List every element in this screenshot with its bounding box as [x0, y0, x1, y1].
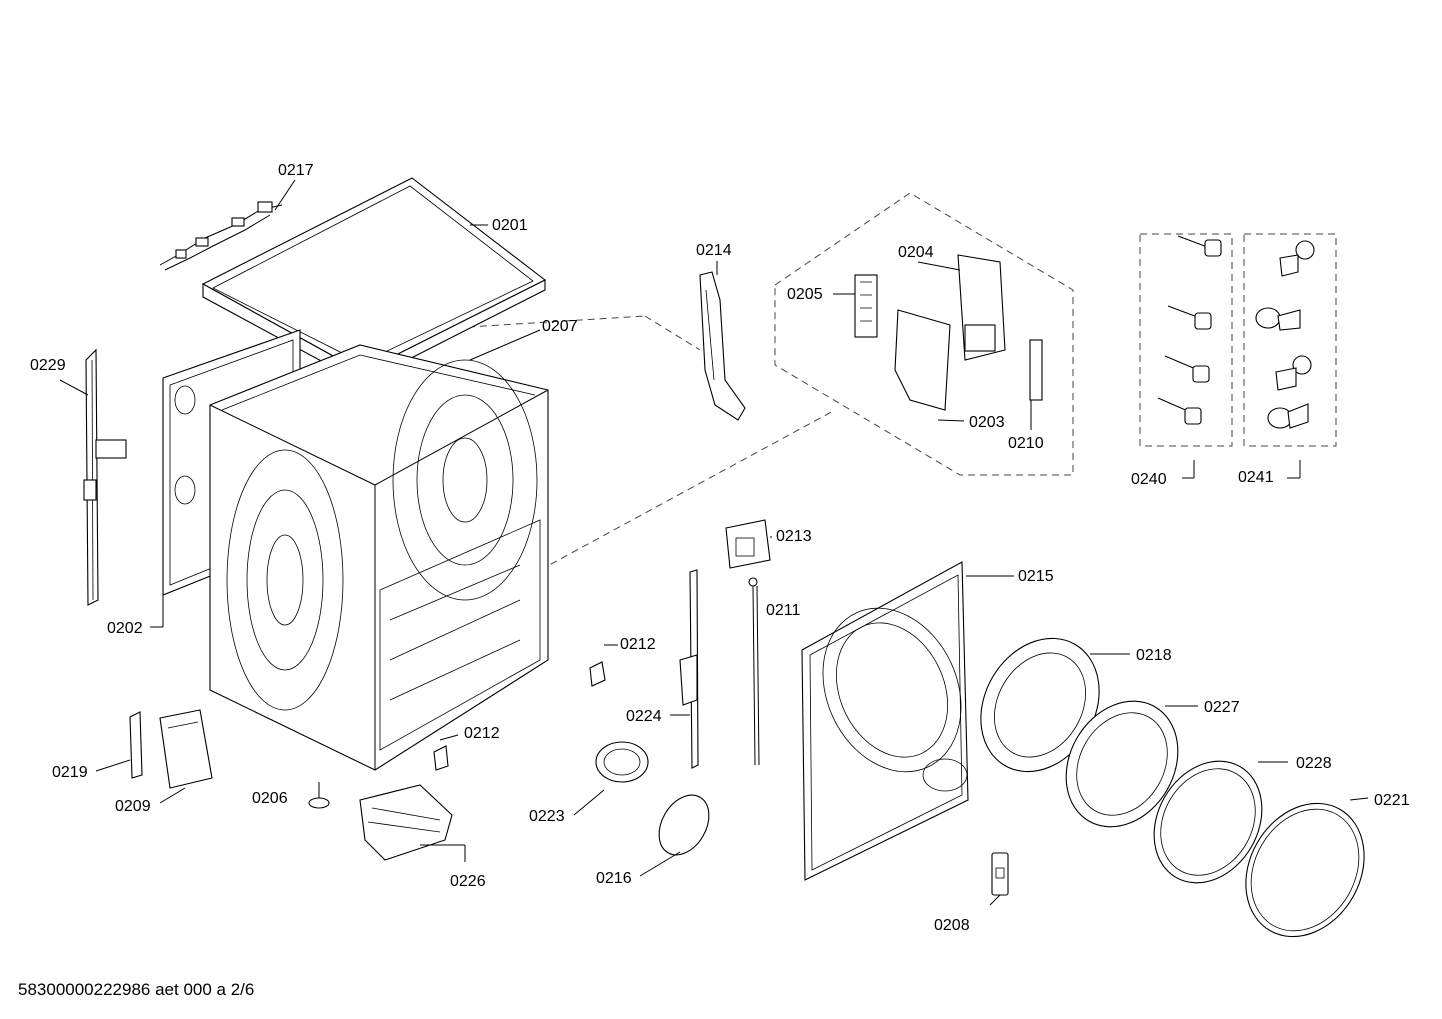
label-0227: 0227 — [1204, 699, 1240, 716]
leader-lines — [59, 179, 1369, 906]
door-glass-part — [1153, 760, 1263, 884]
module-0209-part — [159, 709, 213, 789]
label-0209: 0209 — [115, 798, 151, 815]
module-and-cable-parts — [725, 519, 771, 766]
door-ring-part — [980, 637, 1100, 773]
label-0223: 0223 — [529, 808, 565, 825]
label-0217: 0217 — [278, 162, 314, 179]
pump-housing-part — [595, 741, 649, 783]
label-0211: 0211 — [766, 602, 801, 619]
front-panel-part — [801, 561, 969, 881]
seal-ring-part — [1245, 802, 1365, 938]
label-0214: 0214 — [696, 242, 732, 259]
label-0207: 0207 — [542, 318, 578, 335]
side-rail-part — [83, 348, 127, 606]
foot-0206-part — [308, 782, 330, 809]
label-0229: 0229 — [30, 357, 66, 374]
rail-0224-part — [679, 569, 699, 769]
label-0219: 0219 — [52, 764, 88, 781]
label-0241: 0241 — [1238, 469, 1274, 486]
bracket-0219-part — [129, 711, 143, 779]
wiring-harness-part — [159, 201, 283, 271]
cabinet-frame-part — [209, 344, 549, 771]
label-0226: 0226 — [450, 873, 486, 890]
screw-set-part — [1157, 235, 1222, 425]
label-0203: 0203 — [969, 414, 1005, 431]
label-0216: 0216 — [596, 870, 632, 887]
label-0215: 0215 — [1018, 568, 1054, 585]
label-0208: 0208 — [934, 917, 970, 934]
label-0213: 0213 — [776, 528, 812, 545]
label-0201: 0201 — [492, 217, 528, 234]
label-0212-upper: 0212 — [620, 636, 656, 653]
label-0204: 0204 — [898, 244, 934, 261]
label-0205: 0205 — [787, 286, 823, 303]
label-0212-lower: 0212 — [464, 725, 500, 742]
label-0228: 0228 — [1296, 755, 1332, 772]
label-0221: 0221 — [1374, 792, 1410, 809]
label-0218: 0218 — [1136, 647, 1172, 664]
callout-labels: 0217 0201 0214 0204 0205 0207 0229 0203 … — [30, 162, 1410, 934]
bracket-0214-part — [699, 271, 746, 421]
clip-parts — [433, 661, 606, 771]
label-0224: 0224 — [626, 708, 662, 725]
pump-cap-part — [658, 794, 710, 856]
door-latch-part — [991, 852, 1009, 896]
door-inner-ring-part — [1065, 700, 1179, 828]
document-code: 58300000222986 aet 000 a 2/6 — [18, 980, 255, 999]
electronics-group-parts — [854, 254, 1043, 411]
label-0210: 0210 — [1008, 435, 1044, 452]
cap-set-part — [1255, 240, 1315, 429]
cover-0226-part — [359, 784, 453, 861]
label-0206: 0206 — [252, 790, 288, 807]
label-0240: 0240 — [1131, 471, 1167, 488]
label-0202: 0202 — [107, 620, 143, 637]
